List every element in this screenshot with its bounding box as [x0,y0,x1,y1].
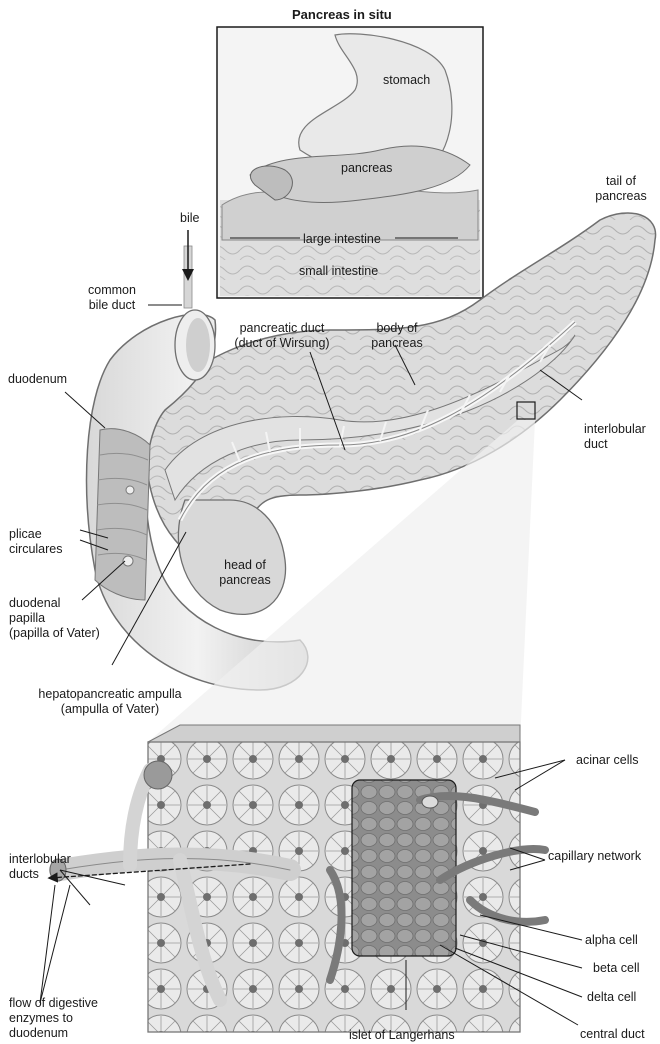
label-duodenum: duodenum [8,372,67,387]
label-central-duct: central duct [580,1027,645,1042]
label-flow-of-digestive-enzymes: flow of digestive enzymes to duodenum [9,996,98,1041]
label-interlobular-ducts: interlobular ducts [9,852,71,882]
label-small-intestine: small intestine [299,264,378,279]
label-plicae-circulares: plicae circulares [9,527,63,557]
label-beta-cell: beta cell [593,961,640,976]
label-stomach: stomach [383,73,430,88]
label-inset-pancreas: pancreas [341,161,392,176]
label-alpha-cell: alpha cell [585,933,638,948]
label-hepatopancreatic-ampulla: hepatopancreatic ampulla (ampulla of Vat… [10,687,210,717]
label-head-of-pancreas: head of pancreas [210,558,280,588]
label-capillary-network: capillary network [548,849,641,864]
label-duodenal-papilla: duodenal papilla (papilla of Vater) [9,596,100,641]
label-bile: bile [180,211,199,226]
label-acinar-cells: acinar cells [576,753,639,768]
label-body-of-pancreas: body of pancreas [362,321,432,351]
label-pancreatic-duct: pancreatic duct (duct of Wirsung) [222,321,342,351]
label-large-intestine: large intestine [303,232,381,247]
label-interlobular-duct: interlobular duct [584,422,646,452]
label-islet-of-langerhans: islet of Langerhans [349,1028,455,1043]
acinus-cluster [144,761,172,789]
label-delta-cell: delta cell [587,990,636,1005]
inset-title: Pancreas in situ [292,7,392,22]
label-tail-of-pancreas: tail of pancreas [586,174,656,204]
label-common-bile-duct: common bile duct [82,283,142,313]
